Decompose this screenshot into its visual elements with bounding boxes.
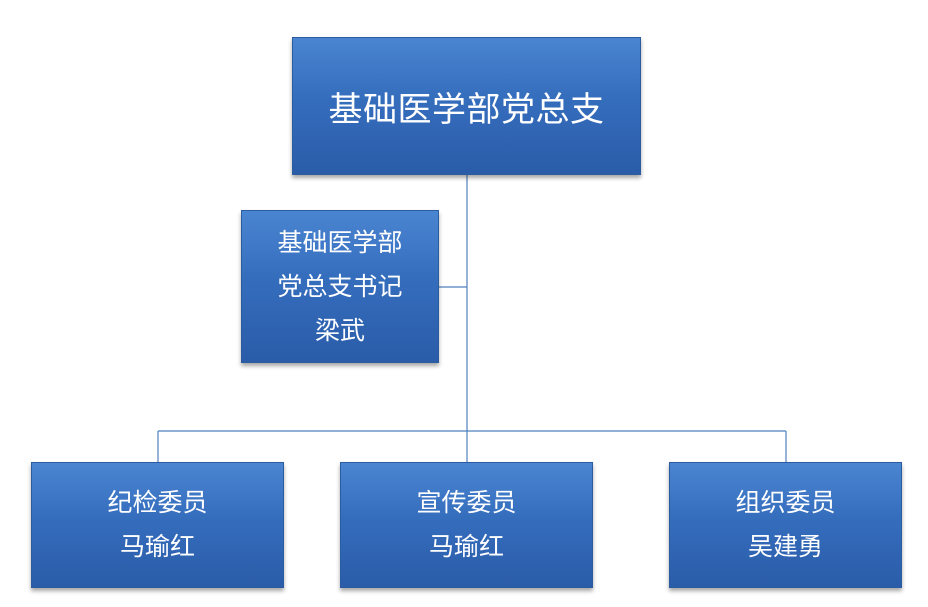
- root-node: 基础医学部党总支: [292, 37, 641, 175]
- secretary-line-3: 梁武: [314, 315, 365, 345]
- member-title: 宣传委员: [416, 488, 517, 517]
- member-node-organization: 组织委员 吴建勇: [669, 462, 902, 588]
- root-node-label: 基础医学部党总支: [328, 89, 605, 130]
- member-name: 马瑜红: [119, 532, 195, 561]
- secretary-line-1: 基础医学部: [277, 227, 403, 257]
- member-title: 纪检委员: [107, 488, 208, 517]
- member-node-publicity: 宣传委员 马瑜红: [340, 462, 593, 588]
- secretary-node: 基础医学部 党总支书记 梁武: [241, 210, 439, 363]
- member-name: 马瑜红: [428, 532, 504, 561]
- member-title: 组织委员: [735, 488, 836, 517]
- member-name: 吴建勇: [747, 532, 823, 561]
- secretary-line-2: 党总支书记: [277, 271, 403, 301]
- member-node-discipline: 纪检委员 马瑜红: [31, 462, 284, 588]
